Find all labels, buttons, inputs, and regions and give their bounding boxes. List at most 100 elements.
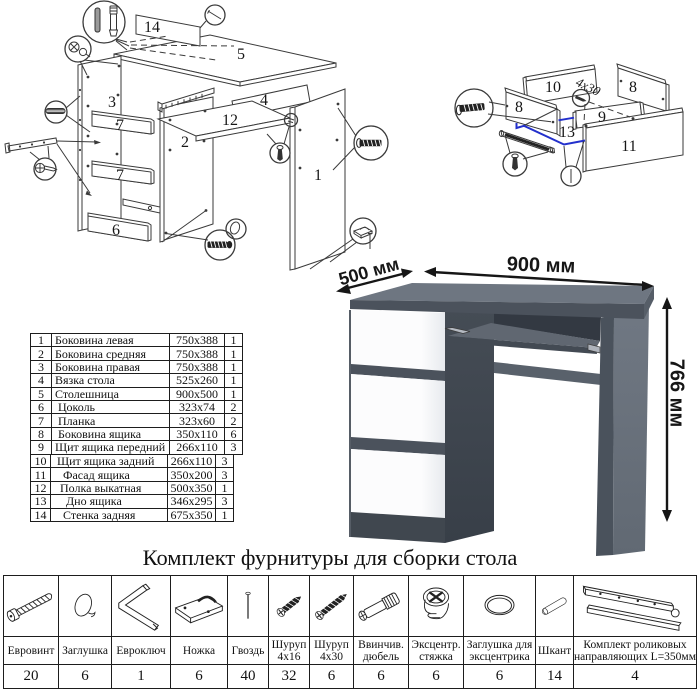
parts-cell: 8 xyxy=(30,426,52,442)
guide-lines xyxy=(115,35,235,61)
screw-small-icon xyxy=(269,577,309,635)
parts-cell: 11 xyxy=(30,467,51,482)
parts-cell: 1 xyxy=(224,386,243,401)
part-label: 2 xyxy=(181,134,189,151)
foot-icon xyxy=(171,577,227,635)
hardware-qty: 6 xyxy=(58,664,112,689)
dimension-arrows xyxy=(343,270,669,514)
drawer-front-2 xyxy=(351,374,445,443)
parts-cell: 350x110 xyxy=(169,426,225,442)
parts-cell: 9 xyxy=(30,440,52,455)
tie-panel-render xyxy=(494,362,601,385)
parts-cell: Боковина средняя xyxy=(51,346,170,361)
parts-cell: 1 xyxy=(224,359,243,375)
screw-large-icon xyxy=(310,577,353,635)
parts-cell: 750x388 xyxy=(169,346,225,361)
parts-cell: 2 xyxy=(224,399,243,415)
parts-cell: 750x388 xyxy=(169,332,225,348)
hardware-icon-cell xyxy=(353,575,409,637)
drawer-unit xyxy=(349,310,494,543)
drawer-bottom-panel xyxy=(523,108,558,126)
parts-cell: Столешница xyxy=(51,386,170,401)
part-label: 5 xyxy=(237,46,245,63)
hardware-icon-cell xyxy=(268,575,310,637)
hardware-name: Гвоздь xyxy=(227,636,269,665)
hardware-qty: 6 xyxy=(463,664,536,689)
part-label: 3 xyxy=(108,94,116,111)
dowel-callout xyxy=(82,0,126,44)
dimension-arrowheads xyxy=(336,267,672,522)
hardware-qty: 6 xyxy=(170,664,228,689)
parts-cell: Планка xyxy=(51,413,170,428)
parts-cell: Щит ящика передний xyxy=(51,440,170,455)
unit-left-edge xyxy=(349,310,351,537)
pin-callout xyxy=(44,95,91,133)
parts-cell: Боковина левая xyxy=(51,332,170,348)
dowel-icon xyxy=(536,577,573,635)
hardware-name: Евровинт xyxy=(3,636,59,665)
left-side-panel xyxy=(77,55,122,232)
parts-cell: 3 xyxy=(224,440,243,455)
parts-cell: Боковина правая xyxy=(51,359,170,375)
roller-guides-icon xyxy=(574,577,696,635)
parts-cell: 1 xyxy=(30,332,52,348)
parts-cell: 1 xyxy=(224,346,243,361)
parts-cell: 2 xyxy=(224,413,243,428)
parts-cell: 675x350 xyxy=(167,507,216,522)
part-label: 6 xyxy=(112,222,120,239)
parts-cell: 7 xyxy=(30,413,52,428)
part-label: 9 xyxy=(598,109,606,126)
drawer-rail xyxy=(498,130,556,154)
mini-screw-callout xyxy=(571,88,591,108)
hardware-name: Комплект роликовых направляющих L=350мм xyxy=(573,636,697,665)
parts-cell: 1 xyxy=(224,373,243,388)
drawer-gap-1 xyxy=(351,364,445,381)
desk-render xyxy=(336,267,672,556)
kneehole xyxy=(444,312,601,385)
hardware-qty: 4 xyxy=(573,664,697,689)
hardware-icon-cell xyxy=(573,575,697,637)
roller-rail xyxy=(157,87,215,113)
parts-cell: 13 xyxy=(30,494,51,509)
desk-exploded-diagram xyxy=(4,0,389,271)
parts-cell: 4 xyxy=(30,373,52,388)
hardware-qty: 20 xyxy=(3,664,59,689)
hardware-icon-cell xyxy=(463,575,536,637)
parts-cell: 266x110 xyxy=(169,440,225,455)
keyboard-shelf xyxy=(156,100,292,142)
parts-cell: 3 xyxy=(215,453,234,469)
back-wall-panel xyxy=(135,14,201,47)
dimension-width: 900 мм xyxy=(506,253,576,278)
parts-cell: 5 xyxy=(30,386,52,401)
hardware-kit-title: Комплект фурнитуры для сборки стола xyxy=(142,545,518,570)
parts-cell: 750x388 xyxy=(169,359,225,375)
hardware-qty: 6 xyxy=(353,664,409,689)
hardware-name: Ножка xyxy=(170,636,228,665)
hardware-icon-cell xyxy=(58,575,112,637)
hardware-name: Евроключ xyxy=(111,636,171,665)
hardware-name: Заглушка xyxy=(58,636,112,665)
desktop-right-band xyxy=(644,286,654,319)
hardware-name: Шкант xyxy=(535,636,574,665)
drawer-front-1 xyxy=(351,310,445,371)
leg-front-face xyxy=(613,305,649,555)
drawer-guides xyxy=(583,101,635,128)
parts-cell: Боковина ящика xyxy=(51,426,170,442)
drawer-euro-screw-callout xyxy=(454,88,552,128)
drawer-front-3 xyxy=(351,449,445,518)
parts-cell: Цоколь xyxy=(51,399,170,415)
hardware-name: Заглушка для эксцентрика xyxy=(463,636,536,665)
parts-cell: 350x200 xyxy=(167,467,216,482)
desktop-top xyxy=(350,283,654,304)
part-label: 11 xyxy=(621,138,637,155)
rail-and-screw-callout xyxy=(4,137,101,196)
